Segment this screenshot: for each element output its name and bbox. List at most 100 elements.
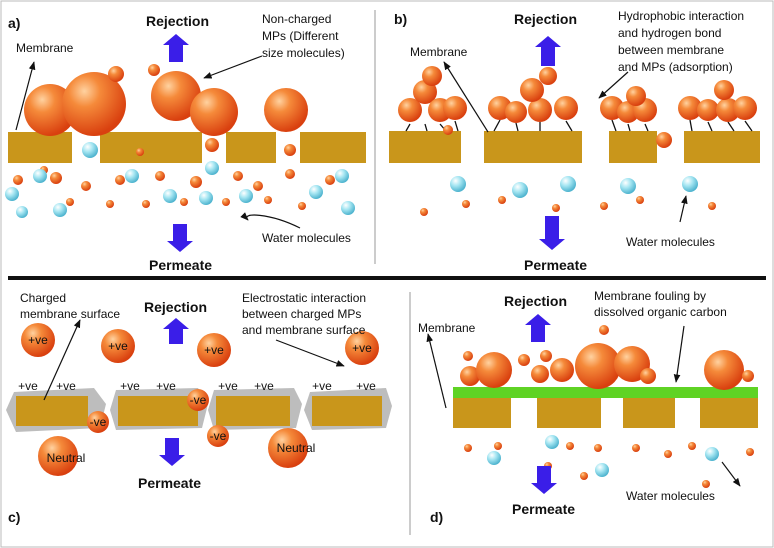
mp-molecule bbox=[540, 350, 552, 362]
mp-molecule bbox=[702, 480, 710, 488]
mp-molecule bbox=[632, 444, 640, 452]
panel-b-rejection-label: Rejection bbox=[514, 11, 577, 27]
mp-molecule bbox=[443, 96, 467, 120]
panel-a-label: a) bbox=[8, 15, 20, 31]
negative-charge-label: -ve bbox=[90, 415, 107, 429]
panel-d-note-line1: Membrane fouling by bbox=[594, 289, 706, 303]
mp-molecule bbox=[600, 202, 608, 210]
mp-molecule bbox=[708, 202, 716, 210]
mp-molecule bbox=[531, 365, 549, 383]
positive-charge-label: +ve bbox=[28, 333, 48, 347]
water-molecule bbox=[620, 178, 636, 194]
water-molecule bbox=[487, 451, 501, 465]
water-molecule bbox=[53, 203, 67, 217]
surface-positive-label: +ve bbox=[156, 379, 176, 393]
panel-a-rejection-arrow bbox=[163, 34, 189, 62]
panel-d-membrane-label: Membrane bbox=[418, 321, 476, 335]
mp-molecule bbox=[678, 96, 702, 120]
panel-c-rejection-arrow bbox=[163, 318, 189, 344]
panel-b-permeate-arrow bbox=[539, 216, 565, 250]
mp-molecule bbox=[443, 125, 453, 135]
mp-molecule bbox=[498, 196, 506, 204]
panel-c-label: c) bbox=[8, 509, 20, 525]
mp-molecule bbox=[688, 442, 696, 450]
mp-molecule bbox=[746, 448, 754, 456]
mp-molecule bbox=[284, 144, 296, 156]
surface-positive-label: +ve bbox=[120, 379, 140, 393]
mp-molecule bbox=[345, 331, 379, 365]
panel-c-surface-line2: membrane surface bbox=[20, 307, 120, 321]
mp-molecule bbox=[464, 444, 472, 452]
mp-molecule bbox=[21, 323, 55, 357]
mp-molecule bbox=[528, 98, 552, 122]
negative-charge-label: -ve bbox=[210, 429, 227, 443]
mp-molecule bbox=[594, 444, 602, 452]
mp-molecule bbox=[108, 66, 124, 82]
mp-molecule bbox=[617, 101, 639, 123]
mp-molecule bbox=[742, 370, 754, 382]
mp-molecule bbox=[505, 101, 527, 123]
panel-a-water-label: Water molecules bbox=[262, 231, 351, 245]
water-molecule bbox=[560, 176, 576, 192]
panel-a-permeate-label: Permeate bbox=[149, 257, 212, 273]
mp-molecule bbox=[264, 88, 308, 132]
mp-molecule bbox=[566, 442, 574, 450]
panel-a-note-line2: MPs (Different bbox=[262, 29, 339, 43]
mp-molecule bbox=[106, 200, 114, 208]
water-molecule bbox=[450, 176, 466, 192]
panel-b-permeate-label: Permeate bbox=[524, 257, 587, 273]
mp-molecule bbox=[285, 169, 295, 179]
panel-c-membrane bbox=[16, 396, 382, 426]
panel-a-rejection-label: Rejection bbox=[146, 13, 209, 29]
panel-c-charge-labels: +ve+ve+ve+ve+ve+ve+ve+ve+ve+ve+ve+ve-ve-… bbox=[18, 333, 376, 465]
mp-molecule bbox=[554, 96, 578, 120]
mp-molecule bbox=[298, 202, 306, 210]
panel-b-note-line4: and MPs (adsorption) bbox=[618, 60, 733, 74]
negative-charge-label: -ve bbox=[190, 393, 207, 407]
panel-b-note-line1: Hydrophobic interaction bbox=[618, 9, 744, 23]
mp-molecule bbox=[580, 472, 588, 480]
panel-c-note-line1: Electrostatic interaction bbox=[242, 291, 366, 305]
mp-molecule bbox=[190, 176, 202, 188]
water-molecule bbox=[341, 201, 355, 215]
panel-b-adsorption-bonds bbox=[405, 119, 753, 132]
water-molecule bbox=[239, 189, 253, 203]
panel-d-membrane bbox=[453, 398, 758, 428]
panel-d-label: d) bbox=[430, 509, 443, 525]
mp-molecule bbox=[520, 78, 544, 102]
panel-d-rejection-label: Rejection bbox=[504, 293, 567, 309]
mp-molecule bbox=[697, 99, 719, 121]
mp-molecule bbox=[575, 343, 621, 389]
panel-a-membrane bbox=[8, 132, 366, 163]
mp-molecule bbox=[460, 366, 480, 386]
water-molecule bbox=[125, 169, 139, 183]
mp-molecule bbox=[38, 436, 78, 476]
mp-molecule bbox=[494, 442, 502, 450]
mp-molecule bbox=[205, 138, 219, 152]
panel-c-permeate-arrow bbox=[159, 438, 185, 466]
neutral-label: Neutral bbox=[47, 451, 86, 465]
mp-molecule bbox=[148, 64, 160, 76]
panel-d-permeate-arrow bbox=[531, 466, 557, 494]
panel-d-note-line2: dissolved organic carbon bbox=[594, 305, 727, 319]
water-molecule bbox=[512, 182, 528, 198]
mp-molecule bbox=[626, 86, 646, 106]
mp-molecule bbox=[268, 428, 308, 468]
water-molecule bbox=[199, 191, 213, 205]
mp-molecule bbox=[539, 67, 557, 85]
mp-molecule bbox=[422, 66, 442, 86]
mp-molecule bbox=[398, 98, 422, 122]
panel-d-water-label: Water molecules bbox=[626, 489, 715, 503]
water-molecule bbox=[545, 435, 559, 449]
panel-b-label: b) bbox=[394, 11, 407, 27]
water-molecule bbox=[16, 206, 28, 218]
mp-molecule bbox=[664, 450, 672, 458]
water-molecule bbox=[309, 185, 323, 199]
water-molecule bbox=[335, 169, 349, 183]
mp-molecule bbox=[476, 352, 512, 388]
mp-molecule bbox=[197, 333, 231, 367]
mp-molecule bbox=[190, 88, 238, 136]
pointer-lines bbox=[15, 55, 741, 487]
